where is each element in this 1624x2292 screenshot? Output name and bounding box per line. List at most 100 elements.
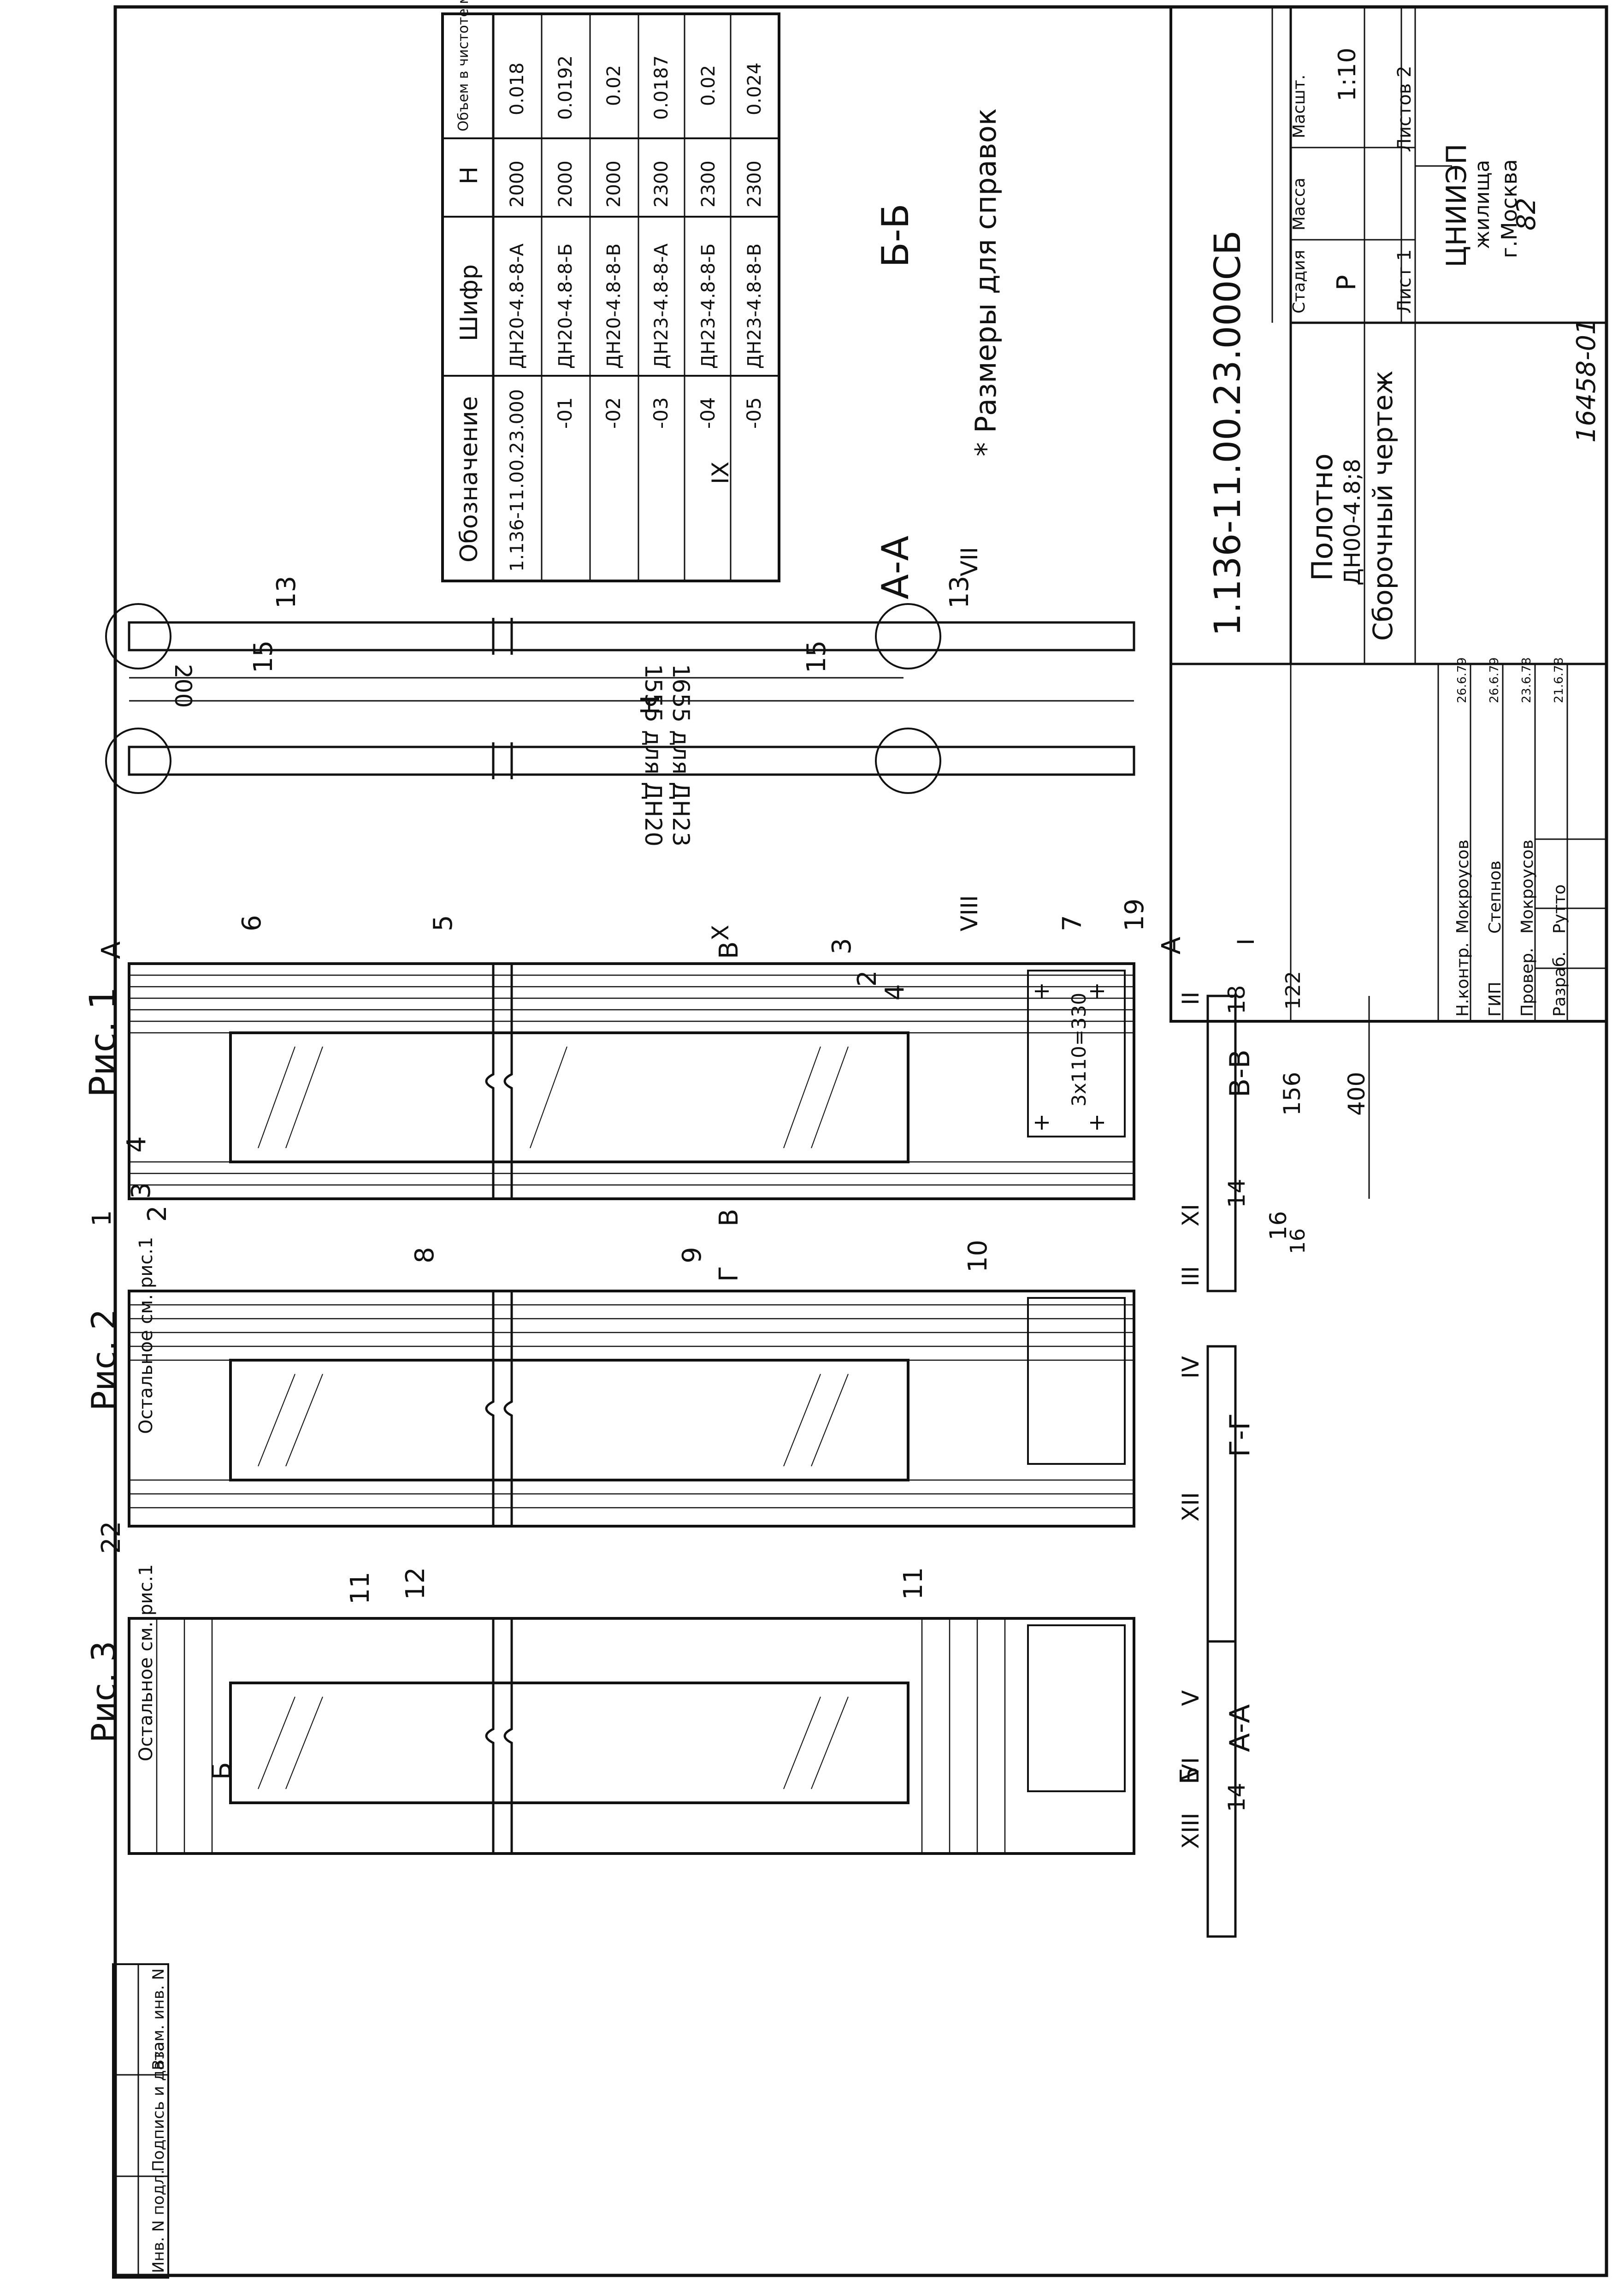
callout-8: 8 [410, 1247, 440, 1263]
dim-16: 16 [1286, 1228, 1310, 1254]
dim-1655: 1655 для ДН23 [667, 664, 694, 847]
sig-name-3: Рутто [1550, 884, 1569, 934]
th-volume: Объем в чистоте м³ [455, 0, 472, 131]
cell-r0-c1: ДН20-4.8-8-А [507, 243, 528, 369]
callout-4b: 4 [880, 984, 910, 1001]
callout-13a: 13 [945, 576, 974, 609]
callout-10: 10 [963, 1240, 993, 1273]
doc-name: Полотно [1305, 453, 1339, 581]
mark-ix: IX [707, 462, 734, 484]
callout-13b: 13 [272, 576, 301, 609]
callout-16: 16 [1265, 1211, 1292, 1240]
door-panel-2 [128, 1290, 1135, 1528]
figure-2: Рис. 2 Остальное см. рис.1 8 9 10 22 Г [84, 1237, 1135, 1554]
section-gg-body [1206, 1345, 1237, 1643]
sheet-frame [113, 5, 1608, 2277]
sig-role-1: ГИП [1486, 982, 1505, 1017]
stage-value: Р [1332, 275, 1362, 290]
th-stage: Стадия [1290, 250, 1309, 314]
dim-400: 400 [1343, 1072, 1370, 1116]
cell-r0-c2: 2000 [507, 160, 528, 207]
sig-date-1: 26.6.79 [1488, 657, 1501, 703]
cell-r2-c1: ДН20-4.8-8-В [603, 243, 625, 369]
callout-2a: 2 [142, 1205, 172, 1222]
detail-circle-vii [105, 603, 171, 669]
mark-xi: XI [1177, 1204, 1204, 1226]
cell-r4-c1: ДН23-4.8-8-Б [698, 243, 719, 369]
callout-4a: 4 [122, 1136, 152, 1153]
callout-6: 6 [237, 915, 267, 931]
th-designation: Обозначение [455, 396, 483, 563]
sig-date-0: 26.6.79 [1455, 657, 1469, 703]
section-title-bb: Б-Б [874, 203, 917, 267]
detail-circle-ix [105, 728, 171, 794]
mark-xiii: XIII [1177, 1813, 1204, 1849]
cell-r3-c2: 2300 [651, 160, 672, 207]
cell-r3-c3: 0.0187 [651, 55, 672, 120]
detail-circle-viii [875, 603, 941, 669]
section-mark-v2: В [714, 1209, 744, 1226]
grid-marks-1 [1035, 984, 1104, 1130]
th-scale: Масшт. [1290, 75, 1309, 138]
mark-x: X [707, 925, 734, 941]
cell-r1-c3: 0.0192 [555, 55, 576, 120]
dim-H: Н [636, 695, 666, 715]
cell-r0-c3: 0.018 [507, 62, 528, 115]
section-mark-v1: В [714, 942, 744, 959]
callout-14b: 14 [1223, 1783, 1250, 1812]
sig-name-2: Мокроусов [1518, 840, 1537, 934]
section-bb-body [128, 746, 1135, 776]
archive-number: 16458-01 [1571, 318, 1601, 443]
fig2-title: Рис. 2 [84, 1309, 123, 1411]
cell-r5-c3: 0.024 [744, 62, 765, 115]
org-name: ЦНИИЭП [1441, 144, 1473, 267]
fig3-title: Рис. 3 [84, 1641, 123, 1743]
cell-r4-c0: -04 [697, 397, 719, 429]
glass-hatch-2 [258, 1374, 849, 1467]
small-sections: В-В Г-Г А-А 400 156 122 16 14 14 16 18 I… [1177, 938, 1370, 1938]
org-city: г.Москва [1497, 159, 1522, 258]
callout-11a: 11 [345, 1572, 375, 1605]
mark-v: V [1177, 1690, 1204, 1706]
doc-type: Сборочный чертеж [1367, 370, 1399, 641]
figure-1: 3х110=330 Рис. 1 5 6 7 19 1 2 3 4 3 2 4 … [83, 899, 1187, 1226]
side-stamp: Инв. N подл. Подпись и дата Взам. инв. N [112, 1963, 169, 2279]
spec-table: Обозначение Шифр Н Объем в чистоте м³ 1.… [441, 0, 780, 582]
section-aa-body [128, 621, 1135, 651]
stamp-inv: Инв. N подл. [149, 2169, 168, 2273]
cell-r2-c2: 2000 [603, 160, 625, 207]
fig2-sub: Остальное см. рис.1 [136, 1237, 157, 1434]
glass-hatch-1 [258, 1046, 849, 1149]
grid-dim: 3х110=330 [1068, 993, 1090, 1107]
callout-22: 22 [96, 1521, 126, 1554]
section-mark-a1: А [96, 942, 126, 959]
section-title-dd: А-А [1224, 1704, 1256, 1752]
glass-opening-2 [229, 1359, 909, 1481]
section-title-vv: В-В [1224, 1049, 1256, 1097]
doc-code: 1.136-11.00.23.000СБ [1207, 231, 1249, 636]
section-mark-b2: Б [1175, 1767, 1205, 1784]
mark-viii: VIII [956, 895, 983, 931]
cell-r4-c2: 2300 [698, 160, 719, 207]
mark-i: I [1233, 938, 1259, 945]
section-dd-body [1206, 1640, 1237, 1938]
grid-box-3 [1027, 1624, 1126, 1792]
callout-15b: 15 [802, 640, 832, 673]
sig-name-1: Степнов [1486, 860, 1505, 934]
section-title-aa: А-А [874, 535, 917, 599]
section-views: А-А Б-Б Н 1555 для ДН20 1655 для ДН23 20… [105, 203, 1135, 941]
callout-2b: 2 [852, 970, 882, 987]
figure-3: Рис. 3 Остальное см. рис.1 11 12 11 Б Б [84, 1564, 1205, 1855]
glass-hatch-3 [258, 1696, 849, 1789]
scale-value: 1:10 [1334, 47, 1361, 101]
cell-r1-c2: 2000 [555, 160, 576, 207]
glass-opening-3 [229, 1682, 909, 1804]
mark-xii: XII [1177, 1492, 1204, 1522]
callout-19: 19 [1120, 899, 1150, 931]
sig-date-2: 23.6.78 [1520, 657, 1534, 703]
sig-name-0: Мокроусов [1453, 840, 1472, 934]
door-panel-1 [128, 962, 1135, 1200]
mark-ii: II [1177, 992, 1204, 1006]
cell-r2-c3: 0.02 [603, 65, 625, 106]
cell-r4-c3: 0.02 [698, 65, 719, 106]
